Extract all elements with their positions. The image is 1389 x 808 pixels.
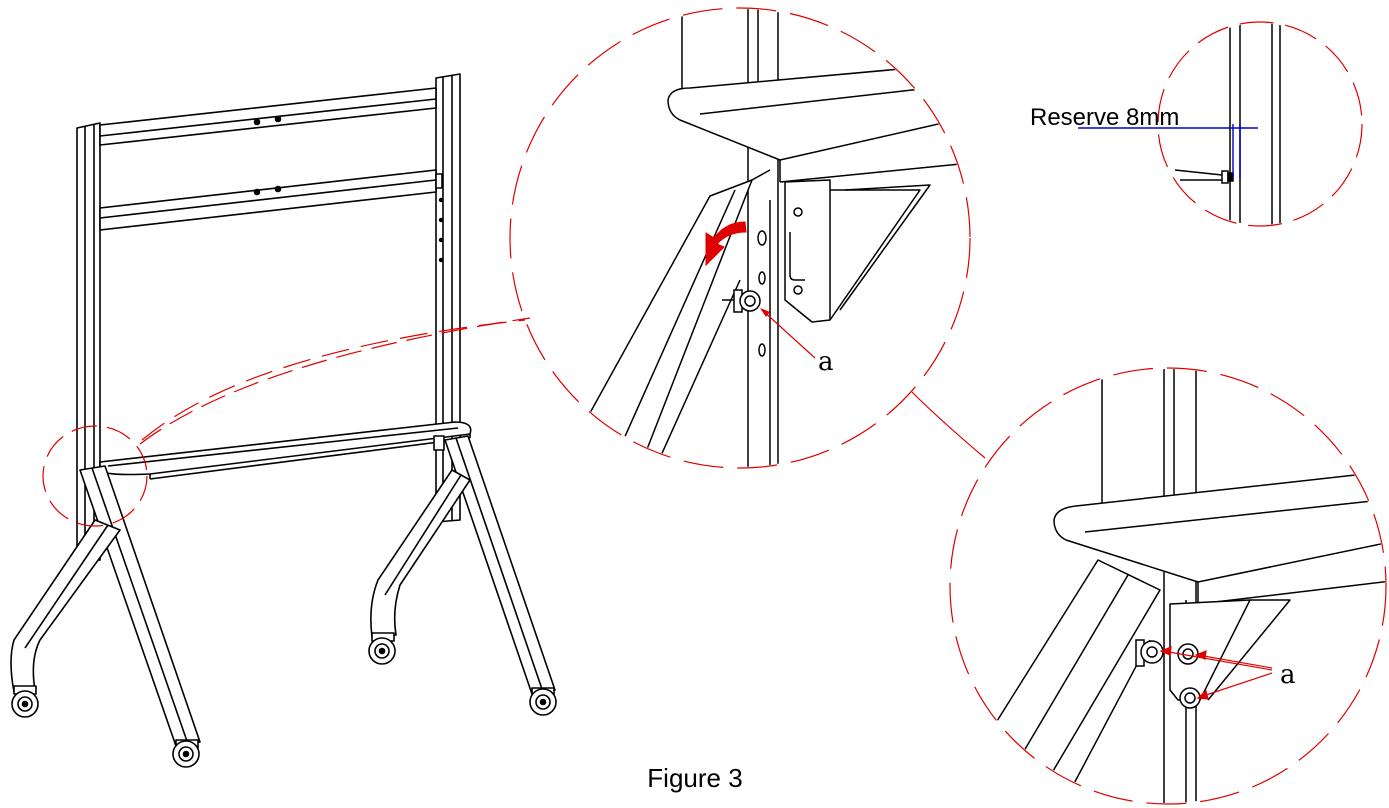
left-front-leg bbox=[79, 465, 201, 747]
caster-wheel-icon bbox=[529, 687, 557, 716]
screw-icon bbox=[722, 289, 761, 313]
caster-wheel-icon bbox=[11, 685, 39, 718]
screw-icon bbox=[1179, 687, 1201, 709]
left-rear-leg bbox=[10, 519, 121, 693]
caster-wheel-icon bbox=[368, 632, 396, 665]
screw-icon bbox=[1135, 639, 1164, 667]
shelf bbox=[99, 421, 472, 480]
curved-arrow-icon bbox=[705, 221, 747, 267]
reserve-dimension-label: Reserve 8mm bbox=[1030, 104, 1179, 131]
part-leader bbox=[1159, 646, 1273, 700]
figure-caption: Figure 3 bbox=[647, 763, 742, 793]
top-mounting-rail bbox=[99, 87, 437, 146]
mobile-stand bbox=[10, 73, 557, 768]
part-label-a: a bbox=[1280, 660, 1296, 690]
lower-mounting-rail bbox=[99, 169, 443, 231]
callout-leader bbox=[141, 319, 526, 441]
detail-view-rotate: a bbox=[509, 7, 971, 469]
detail-callout-marker bbox=[42, 317, 531, 527]
dimension-line bbox=[1078, 124, 1258, 178]
part-label-a: a bbox=[818, 347, 834, 377]
callout-leader bbox=[911, 391, 986, 459]
detail-view-screws: a bbox=[949, 367, 1387, 805]
screw-icon bbox=[1177, 643, 1199, 665]
part-leader bbox=[760, 308, 816, 359]
caster-wheel-icon bbox=[172, 739, 200, 768]
detail-view-reserve: Reserve 8mm bbox=[1030, 21, 1363, 227]
right-rear-leg bbox=[370, 469, 471, 638]
